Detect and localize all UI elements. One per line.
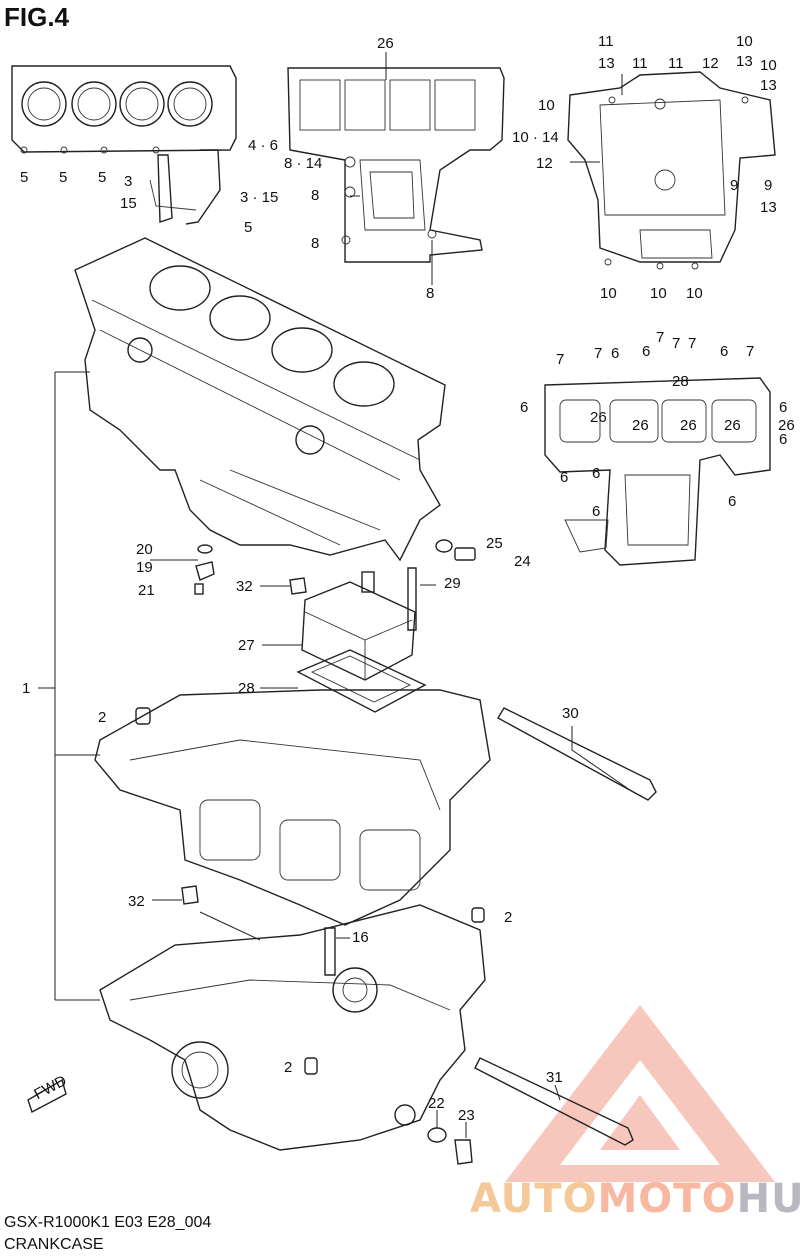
callout-26-c: 26 xyxy=(680,417,697,434)
lower-crankcase xyxy=(99,904,486,1151)
callout-10-14: 10 · 14 xyxy=(512,129,559,146)
callout-15: 15 xyxy=(120,195,137,212)
callout-8-a: 8 xyxy=(311,187,319,204)
callout-1: 1 xyxy=(22,680,30,697)
callout-9-b: 9 xyxy=(764,177,772,194)
callout-22: 22 xyxy=(428,1095,445,1112)
callout-21: 21 xyxy=(138,582,155,599)
callout-11-a: 11 xyxy=(598,33,614,50)
callout-13-b: 13 xyxy=(736,53,753,70)
callout-10-c: 10 xyxy=(538,97,555,114)
callout-31: 31 xyxy=(546,1069,563,1086)
callout-13-a: 13 xyxy=(598,55,615,72)
part-name: CRANKCASE xyxy=(4,1236,104,1253)
callout-13-c: 13 xyxy=(760,77,777,94)
upper-case-side-view xyxy=(567,71,776,270)
callout-8-c: 8 xyxy=(426,285,434,302)
breather-cover xyxy=(301,571,416,681)
callout-10-f: 10 xyxy=(686,285,703,302)
leader-lines xyxy=(38,52,631,1138)
callout-4-6: 4 · 6 xyxy=(248,137,278,154)
callout-5-c: 5 xyxy=(98,169,106,186)
callout-19: 19 xyxy=(136,559,153,576)
callout-6-g: 6 xyxy=(560,469,568,486)
callout-12-a: 12 xyxy=(702,55,719,72)
callout-32-b: 32 xyxy=(128,893,145,910)
callout-11-c: 11 xyxy=(668,55,684,72)
callout-10-e: 10 xyxy=(650,285,667,302)
callout-27: 27 xyxy=(238,637,255,654)
callout-13-d: 13 xyxy=(760,199,777,216)
callout-20: 20 xyxy=(136,541,153,558)
callout-6-j: 6 xyxy=(728,493,736,510)
callout-6-d: 6 xyxy=(520,399,528,416)
middle-crankcase xyxy=(94,689,491,926)
callout-5-b: 5 xyxy=(59,169,67,186)
callout-30: 30 xyxy=(562,705,579,722)
callout-8-14: 8 · 14 xyxy=(284,155,322,172)
fwd-arrow-label: FWD xyxy=(31,1072,69,1103)
callout-labels: 1 2 2 2 3 15 3 · 15 4 · 6 5 5 5 5 26 8 ·… xyxy=(20,33,795,1124)
callout-6-a: 6 xyxy=(611,345,619,362)
upper-case-top-view xyxy=(287,67,505,263)
callout-26-d: 26 xyxy=(724,417,741,434)
callout-5-a: 5 xyxy=(20,169,28,186)
callout-26-top: 26 xyxy=(377,35,394,52)
upper-crankcase xyxy=(74,237,446,562)
loose-parts xyxy=(27,539,657,1165)
callout-2-c: 2 xyxy=(284,1059,292,1076)
callout-12-b: 12 xyxy=(536,155,553,172)
callout-25: 25 xyxy=(486,535,503,552)
callout-7-c: 7 xyxy=(656,329,664,346)
callout-6-h: 6 xyxy=(592,465,600,482)
model-code: GSX-R1000K1 E03 E28_004 xyxy=(4,1214,212,1231)
callout-11-b: 11 xyxy=(632,55,648,72)
watermark-logo xyxy=(505,1005,775,1182)
callout-3-15: 3 · 15 xyxy=(240,189,278,206)
callout-28-a: 28 xyxy=(672,373,689,390)
callout-32-a: 32 xyxy=(236,578,253,595)
callout-6-i: 6 xyxy=(592,503,600,520)
callout-6-b: 6 xyxy=(642,343,650,360)
breather-gasket xyxy=(296,649,427,713)
callout-5-d: 5 xyxy=(244,219,252,236)
callout-26-e: 26 xyxy=(778,417,795,434)
callout-23: 23 xyxy=(458,1107,475,1124)
callout-7-a: 7 xyxy=(556,351,564,368)
callout-10-d: 10 xyxy=(600,285,617,302)
callout-6-c: 6 xyxy=(720,343,728,360)
callout-6-e: 6 xyxy=(779,399,787,416)
callout-24: 24 xyxy=(514,553,531,570)
callout-29: 29 xyxy=(444,575,461,592)
watermark-text: AUTOMOTOHUB xyxy=(470,1176,800,1222)
callout-2-a: 2 xyxy=(98,709,106,726)
callout-9-a: 9 xyxy=(730,177,738,194)
lower-case-bottom-view xyxy=(544,377,771,566)
head-gasket xyxy=(11,65,237,225)
callout-10-b: 10 xyxy=(760,57,777,74)
callout-8-b: 8 xyxy=(311,235,319,252)
callout-7-d: 7 xyxy=(672,335,680,352)
callout-10-a: 10 xyxy=(736,33,753,50)
callout-7-e: 7 xyxy=(688,335,696,352)
callout-2-b: 2 xyxy=(504,909,512,926)
callout-16: 16 xyxy=(352,929,369,946)
callout-7-f: 7 xyxy=(746,343,754,360)
callout-7-b: 7 xyxy=(594,345,602,362)
callout-26-b: 26 xyxy=(632,417,649,434)
figure-title: FIG.4 xyxy=(4,2,70,32)
callout-28-b: 28 xyxy=(238,680,255,697)
callout-26-a: 26 xyxy=(590,409,607,426)
callout-3: 3 xyxy=(124,173,132,190)
callout-6-f: 6 xyxy=(779,431,787,448)
